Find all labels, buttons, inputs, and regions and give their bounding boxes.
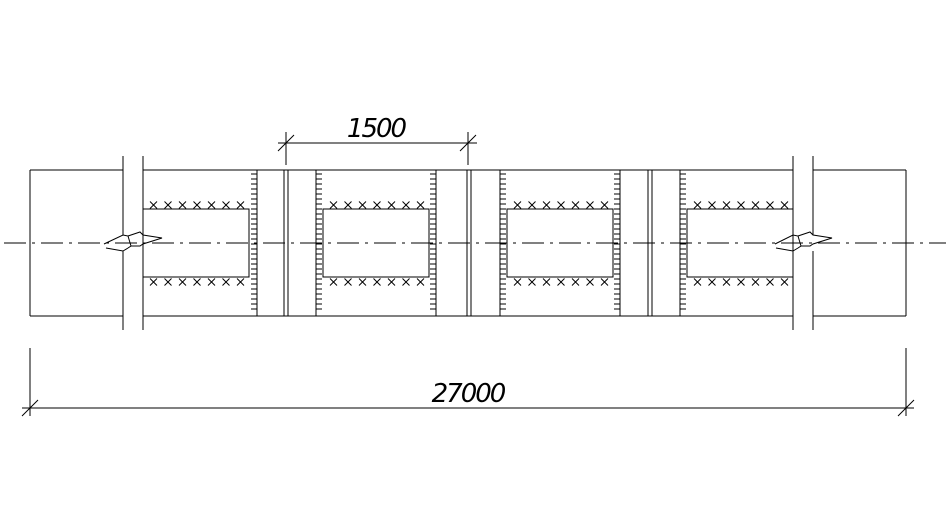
dimension-bottom: 27000: [21, 348, 915, 417]
cross-marker: [542, 278, 551, 286]
cross-marker: [344, 278, 352, 286]
cross-marker: [780, 278, 789, 286]
cross-marker: [164, 278, 172, 286]
dimension-bottom-label: 27000: [432, 379, 506, 409]
cross-marker: [178, 201, 187, 209]
cross-marker: [164, 201, 172, 209]
cross-marker: [236, 278, 245, 286]
cross-marker: [600, 278, 609, 286]
cross-marker: [766, 201, 774, 209]
module-4: [686, 208, 794, 278]
cross-marker: [586, 201, 594, 209]
cross-marker: [693, 278, 702, 286]
cross-marker: [236, 201, 245, 209]
dimension-top: 1500: [277, 114, 477, 165]
cross-marker: [571, 278, 580, 286]
module-rectangles: [142, 208, 794, 278]
cross-marker: [149, 278, 158, 286]
cross-marker: [722, 201, 731, 209]
cross-marker: [780, 201, 789, 209]
cross-marker: [344, 201, 352, 209]
cross-marker: [600, 201, 609, 209]
cross-marker: [528, 201, 536, 209]
cross-marker: [222, 278, 230, 286]
cross-marker: [178, 278, 187, 286]
cross-marker: [571, 201, 580, 209]
cross-marker: [542, 201, 551, 209]
cross-marker: [193, 278, 201, 286]
cross-marker: [387, 278, 396, 286]
cross-marker: [222, 201, 230, 209]
cross-marker: [528, 278, 536, 286]
cross-marker: [193, 201, 201, 209]
cross-marker: [513, 201, 522, 209]
module-1: [142, 208, 250, 278]
cross-marker: [766, 278, 774, 286]
cross-marker: [708, 201, 716, 209]
cross-marker: [373, 201, 381, 209]
cross-marker: [693, 201, 702, 209]
cross-marker: [402, 278, 410, 286]
cross-marker: [513, 278, 522, 286]
cross-marker: [557, 201, 565, 209]
module-3: [506, 208, 614, 278]
cross-marker: [751, 201, 760, 209]
cross-marker: [149, 201, 158, 209]
cross-marker: [751, 278, 760, 286]
cross-marker: [737, 278, 745, 286]
cross-marker: [207, 201, 216, 209]
cross-marker: [358, 201, 367, 209]
cross-marker: [373, 278, 381, 286]
cross-marker: [402, 201, 410, 209]
dimension-top-label: 1500: [347, 114, 407, 144]
cross-marker: [416, 201, 425, 209]
cross-marker: [557, 278, 565, 286]
cross-marker: [737, 201, 745, 209]
cross-marker: [358, 278, 367, 286]
cross-marker: [329, 278, 338, 286]
cross-markers: [149, 201, 789, 286]
outer-boundary: [29, 169, 907, 317]
cross-marker: [722, 278, 731, 286]
cross-marker: [207, 278, 216, 286]
cross-marker: [387, 201, 396, 209]
cross-marker: [416, 278, 425, 286]
cross-marker: [586, 278, 594, 286]
module-2: [322, 208, 430, 278]
cross-marker: [329, 201, 338, 209]
hatch-ticks: [251, 173, 686, 310]
cross-marker: [708, 278, 716, 286]
